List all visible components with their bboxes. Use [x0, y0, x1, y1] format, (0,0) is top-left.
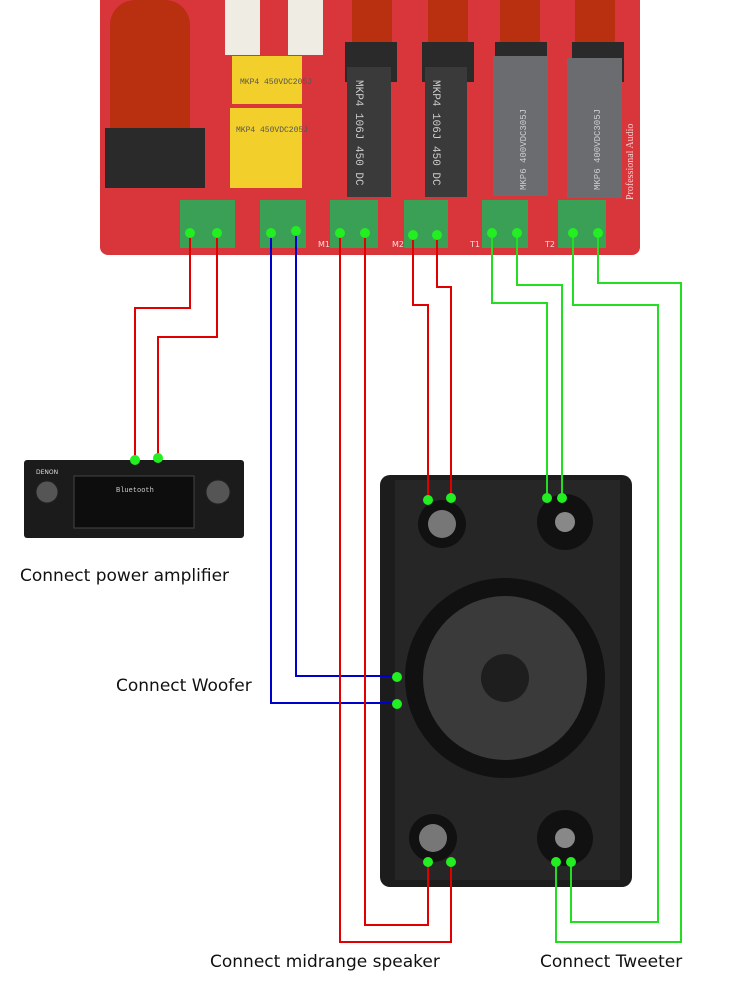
- label-amplifier: Connect power amplifier: [20, 566, 230, 586]
- capacitor-label: MKP4 106J 450 DC: [429, 80, 441, 186]
- capacitor-label: MKP4 450VDC205J: [240, 78, 312, 87]
- woofer: [405, 578, 605, 778]
- label-tweeter: Connect Tweeter: [540, 952, 683, 972]
- midrange-driver-top: [418, 500, 466, 548]
- wire-tw-4: [555, 233, 682, 943]
- resistor: [225, 0, 260, 55]
- capacitor-label: MKP4 106J 450 DC: [352, 80, 364, 186]
- capacitor-label: MKP6 400VDC305J: [519, 109, 529, 190]
- amplifier-display: Bluetooth: [116, 487, 154, 495]
- speaker-cabinet: [380, 475, 632, 887]
- wire-mid-3: [339, 233, 452, 943]
- terminal-label: M2: [392, 240, 404, 249]
- wire-power-2: [157, 235, 218, 458]
- capacitor: [567, 58, 622, 198]
- wire-mid-4: [364, 233, 429, 926]
- wire-tw-1: [491, 233, 548, 498]
- capacitor: [425, 67, 467, 197]
- capacitor-label: MKP4 450VDC205J: [236, 126, 308, 135]
- wire-tw-2: [516, 233, 563, 498]
- capacitor-label: MKP6 400VDC305J: [593, 109, 603, 190]
- wire-tw-3: [570, 233, 659, 923]
- wire-mid-1: [412, 235, 429, 500]
- wire-woofer-1: [295, 232, 397, 677]
- wire-power-1: [134, 235, 191, 460]
- terminal-label: M1: [318, 240, 330, 249]
- terminal-label: T2: [544, 240, 555, 249]
- wire-woofer-2: [270, 235, 397, 704]
- inductor-core: [105, 128, 205, 188]
- tweeter-top: [537, 494, 593, 550]
- wire-mid-2: [436, 235, 452, 498]
- tweeter-bottom: [537, 810, 593, 866]
- capacitor: [347, 67, 391, 197]
- label-woofer: Connect Woofer: [116, 676, 252, 696]
- label-midrange: Connect midrange speaker: [210, 952, 440, 972]
- midrange-driver-bottom: [409, 814, 457, 862]
- resistor: [288, 0, 323, 55]
- terminal-label: T1: [469, 240, 480, 249]
- capacitor: [493, 56, 548, 196]
- power-amplifier: DENON Bluetooth: [24, 460, 244, 538]
- brand-text: Professional Audio: [625, 124, 636, 200]
- amplifier-brand: DENON: [36, 469, 58, 476]
- connection-dots: [130, 226, 603, 867]
- crossover-board: MKP4 450VDC205J MKP4 450VDC205J MKP4 106…: [100, 0, 640, 255]
